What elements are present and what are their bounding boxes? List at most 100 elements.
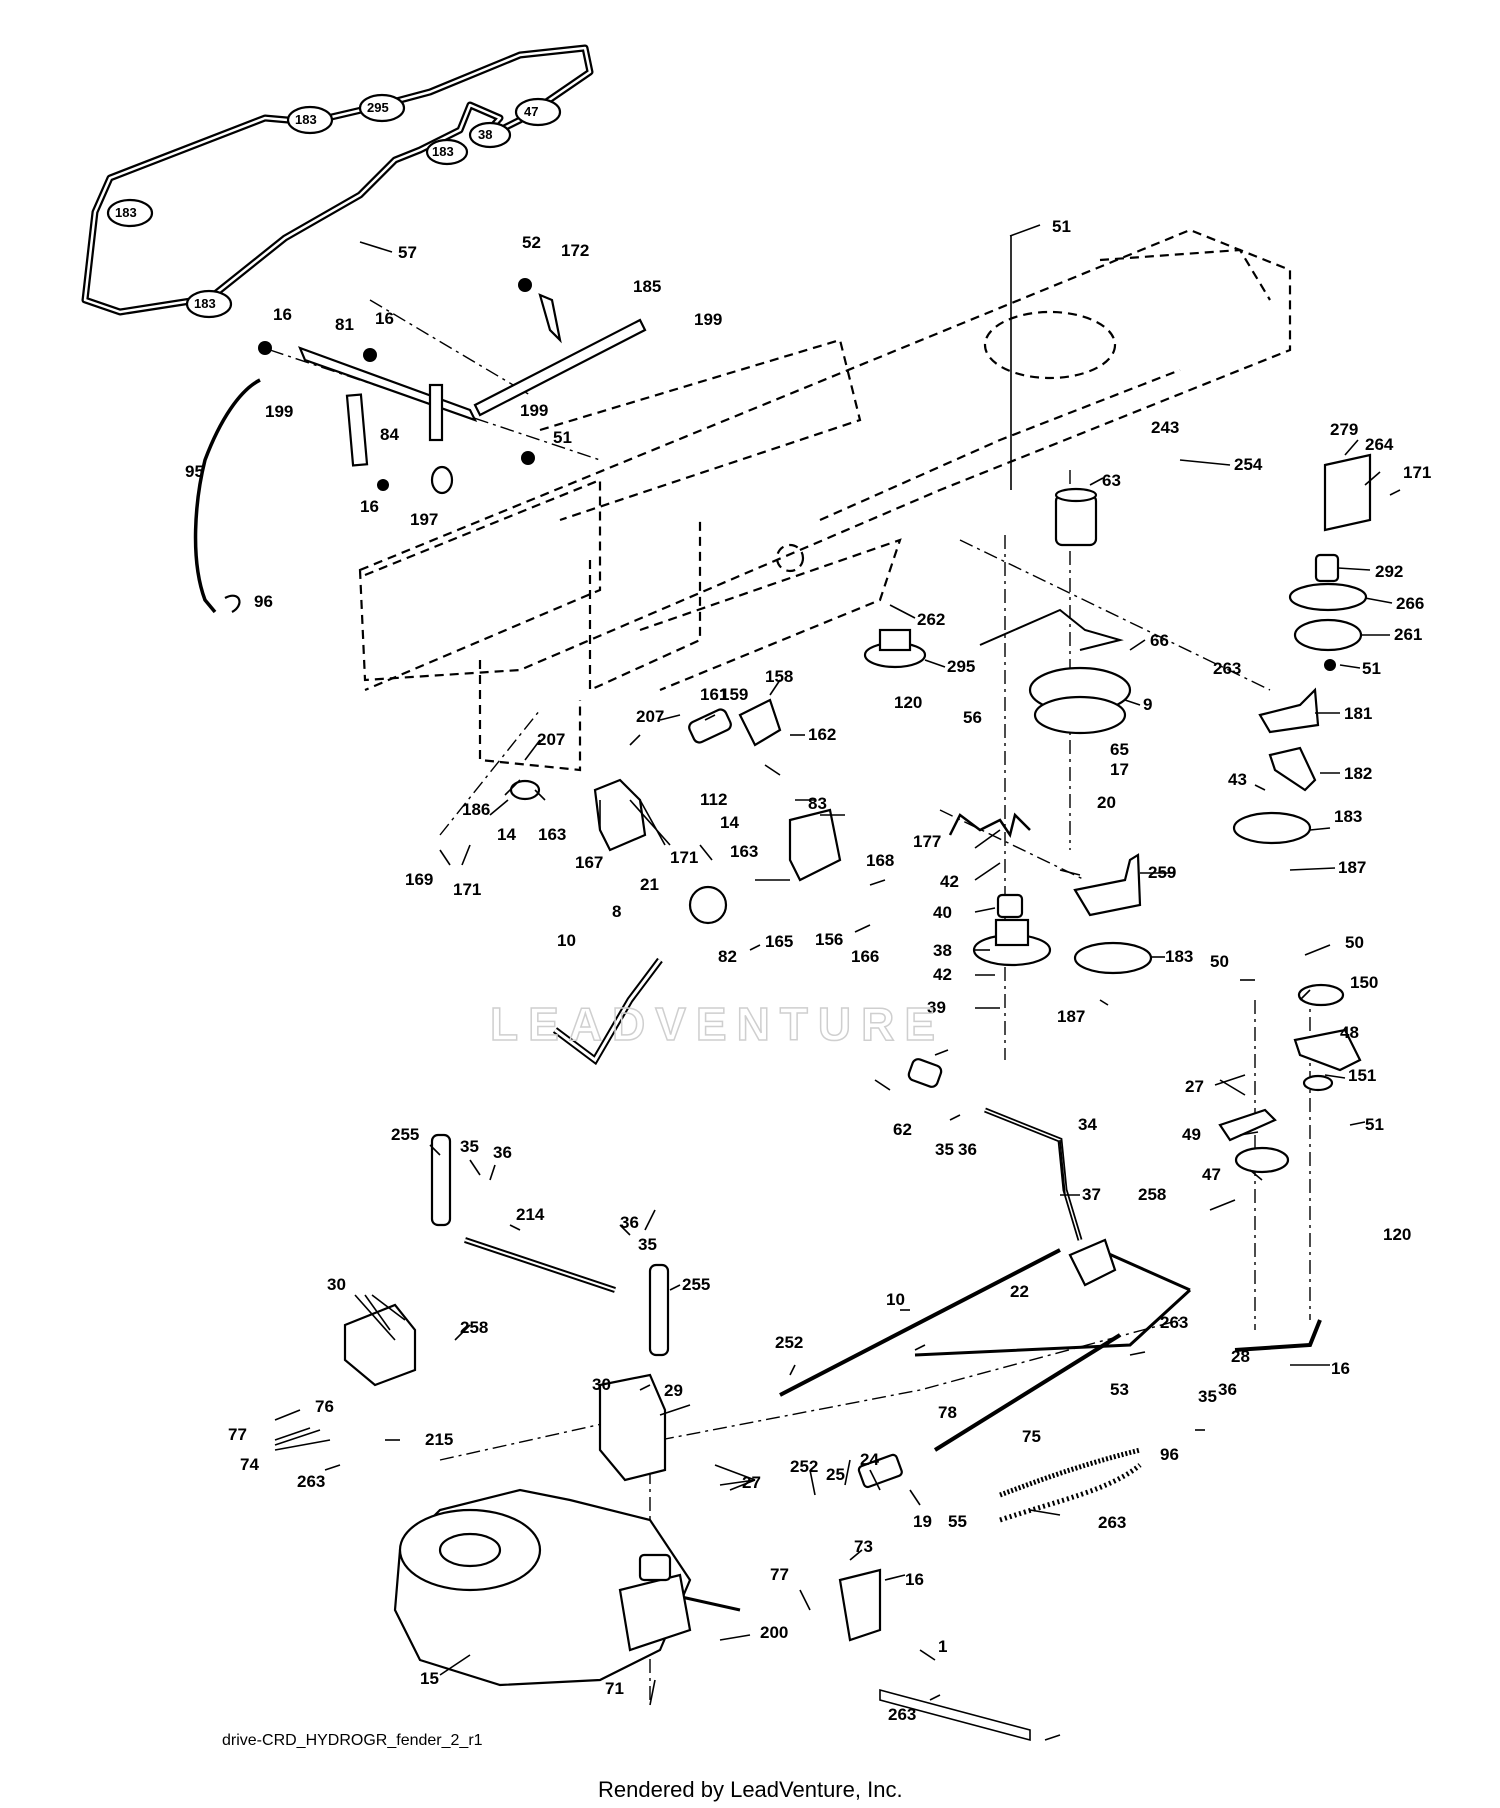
callout-label: 52: [522, 233, 541, 252]
callout-label: 71: [605, 1679, 624, 1698]
callout-label: 36: [620, 1213, 639, 1232]
callout-label: 243: [1151, 418, 1179, 437]
callout-label: 38: [933, 941, 952, 960]
callout-label: 262: [917, 610, 945, 629]
callout-label: 77: [770, 1565, 789, 1584]
callout-label: 47: [1202, 1165, 1221, 1184]
callout-label: 292: [1375, 562, 1403, 581]
callout-label: 167: [575, 853, 603, 872]
callout-label: 73: [854, 1537, 873, 1556]
callout-label: 263: [297, 1472, 325, 1491]
belt-pulleys: [106, 93, 562, 319]
callout-label: 62: [893, 1120, 912, 1139]
callout-label: 21: [640, 875, 659, 894]
callout-label: 214: [516, 1205, 545, 1224]
callout-label: 28: [1231, 1347, 1250, 1366]
callout-label: 258: [1138, 1185, 1166, 1204]
callout-label: 9: [1143, 695, 1152, 714]
callout-label: 252: [775, 1333, 803, 1352]
pulley-label: 183: [295, 112, 317, 127]
callout-label: 261: [1394, 625, 1422, 644]
callout-label: 187: [1338, 858, 1366, 877]
pulley-label: 295: [367, 100, 389, 115]
callout-label: 22: [1010, 1282, 1029, 1301]
callout-label: 171: [1403, 463, 1431, 482]
callout-label: 266: [1396, 594, 1424, 613]
callout-label: 66: [1150, 631, 1169, 650]
callout-label: 255: [391, 1125, 419, 1144]
callout-label: 37: [1082, 1185, 1101, 1204]
callout-label: 199: [694, 310, 722, 329]
callout-label: 264: [1365, 435, 1394, 454]
callout-label: 65: [1110, 740, 1129, 759]
diagram-code: drive-CRD_HYDROGR_fender_2_r1: [222, 1732, 483, 1749]
center-pulleys: [863, 487, 1153, 975]
pulley-label: 183: [194, 296, 216, 311]
pulley-label: 183: [115, 205, 137, 220]
pulley-label: 47: [524, 104, 538, 119]
callout-label: 156: [815, 930, 843, 949]
callout-label: 279: [1330, 420, 1358, 439]
callout-label: 120: [1383, 1225, 1411, 1244]
callout-label: 172: [561, 241, 589, 260]
callout-label: 162: [808, 725, 836, 744]
callout-label: 27: [742, 1473, 761, 1492]
callout-leaders: [274, 224, 1401, 1741]
callout-label: 182: [1344, 764, 1372, 783]
callout-label: 35: [460, 1137, 479, 1156]
callout-label: 187: [1057, 1007, 1085, 1026]
callout-label: 30: [327, 1275, 346, 1294]
callout-label: 254: [1234, 455, 1263, 474]
callout-label: 50: [1345, 933, 1364, 952]
callout-label: 177: [913, 832, 941, 851]
callout-label: 74: [240, 1455, 259, 1474]
callout-label: 169: [405, 870, 433, 889]
callout-label: 197: [410, 510, 438, 529]
callout-label: 43: [1228, 770, 1247, 789]
callout-label: 186: [462, 800, 490, 819]
pulley-label: 38: [478, 127, 492, 142]
drive-belt: [81, 44, 594, 316]
callout-label: 255: [682, 1275, 710, 1294]
callout-label: 163: [730, 842, 758, 861]
frame-outline: [358, 228, 1292, 772]
callout-label: 14: [497, 825, 516, 844]
callout-label: 263: [1098, 1513, 1126, 1532]
callout-label: 27: [1185, 1077, 1204, 1096]
callout-label: 25: [826, 1465, 845, 1484]
callout-label: 75: [1022, 1427, 1041, 1446]
callout-label: 16: [905, 1570, 924, 1589]
callout-label: 16: [375, 309, 394, 328]
callout-label: 16: [1331, 1359, 1350, 1378]
callout-label: 49: [1182, 1125, 1201, 1144]
callout-label: 199: [265, 402, 293, 421]
callout-label: 53: [1110, 1380, 1129, 1399]
callout-label: 215: [425, 1430, 453, 1449]
callout-label: 263: [1160, 1313, 1188, 1332]
callout-label: 15: [420, 1669, 439, 1688]
callout-label: 42: [940, 872, 959, 891]
pulley-label: 183: [432, 144, 454, 159]
callout-label: 30: [592, 1375, 611, 1394]
lower-linkage: [343, 1058, 1322, 1742]
callout-label: 81: [335, 315, 354, 334]
callout-label: 163: [538, 825, 566, 844]
callout-label: 150: [1350, 973, 1378, 992]
callout-label: 95: [185, 462, 204, 481]
callout-label: 48: [1340, 1023, 1359, 1042]
callout-label: 183: [1334, 807, 1362, 826]
callout-label: 10: [557, 931, 576, 950]
callout-label: 56: [963, 708, 982, 727]
callout-label: 263: [888, 1705, 916, 1724]
callout-label: 16: [360, 497, 379, 516]
callout-label: 199: [520, 401, 548, 420]
callout-label: 36: [493, 1143, 512, 1162]
callout-label: 185: [633, 277, 661, 296]
callout-label: 63: [1102, 471, 1121, 490]
callout-label: 161: [700, 685, 728, 704]
callout-label: 35: [638, 1235, 657, 1254]
callout-label: 16: [273, 305, 292, 324]
callout-label: 120: [894, 693, 922, 712]
callout-label: 50: [1210, 952, 1229, 971]
